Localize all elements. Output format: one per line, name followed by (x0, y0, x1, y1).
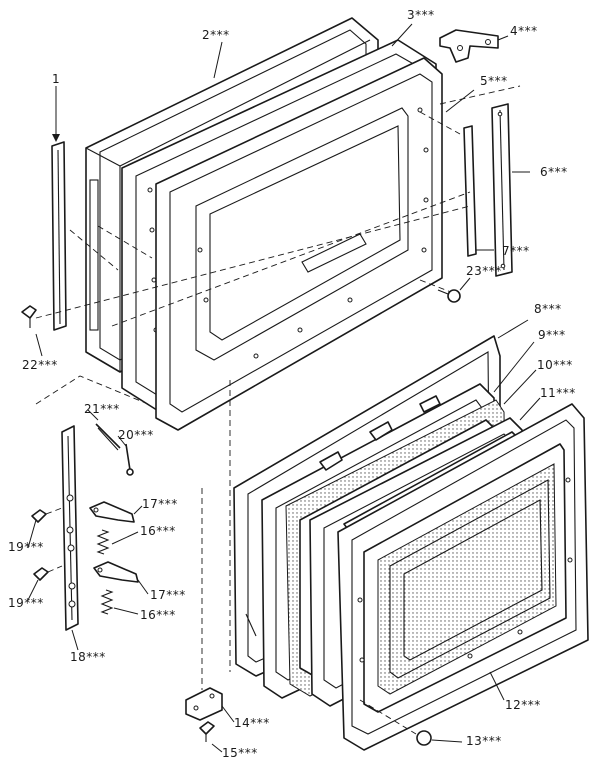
hinge-bracket-part-4 (439, 29, 509, 63)
leader-part-3 (391, 23, 413, 47)
rod-part-21 (95, 423, 121, 451)
side-trim-part-6 (491, 103, 530, 277)
label-part-23: 23*** (466, 264, 502, 278)
latch-arm-part-17-upper (89, 501, 143, 523)
spring-part-16-upper (96, 529, 139, 555)
knob-screw-part-13 (359, 699, 463, 746)
label-part-12: 12*** (505, 698, 541, 712)
assembly-guide-lines-upper (35, 85, 521, 690)
screw-part-19-upper (31, 507, 63, 523)
label-part-18: 18*** (70, 650, 106, 664)
label-part-2: 2*** (202, 28, 230, 42)
label-part-6: 6*** (540, 165, 568, 179)
leader-part-2 (213, 41, 223, 79)
gasket-strip-part-1 (51, 86, 67, 331)
lower-hinge-bracket-part-14 (185, 687, 235, 723)
screw-part-22 (21, 305, 43, 357)
label-part-8: 8*** (534, 302, 562, 316)
screw-part-15 (199, 721, 223, 753)
label-part-16-lower: 16*** (140, 608, 176, 622)
label-part-7: 7*** (502, 244, 530, 258)
label-part-19-lower: 19*** (8, 596, 44, 610)
label-part-13: 13*** (466, 734, 502, 748)
label-part-9: 9*** (538, 328, 566, 342)
leader-part-20 (117, 435, 127, 447)
label-part-22: 22*** (22, 358, 58, 372)
leader-part-19b (27, 579, 39, 601)
label-part-17-upper: 17*** (142, 497, 178, 511)
leader-part-21 (87, 409, 99, 421)
screw-part-19-lower (33, 565, 63, 581)
label-part-3: 3*** (407, 8, 435, 22)
label-part-10: 10*** (537, 358, 573, 372)
latch-arm-part-17-lower (93, 561, 149, 595)
window-frame-part-5 (155, 57, 443, 431)
spring-part-16-lower (100, 589, 139, 615)
label-part-19-upper: 19*** (8, 540, 44, 554)
label-part-1: 1 (52, 72, 61, 86)
label-part-15: 15*** (222, 746, 258, 760)
label-part-4: 4*** (510, 24, 538, 38)
outer-front-frame-part-12 (337, 403, 589, 751)
label-part-20: 20*** (118, 428, 154, 442)
label-part-21: 21*** (84, 402, 120, 416)
screw-part-23 (437, 277, 471, 303)
label-part-11: 11*** (540, 386, 576, 400)
label-part-5: 5*** (480, 74, 508, 88)
label-part-16-upper: 16*** (140, 524, 176, 538)
pin-part-20 (125, 443, 134, 476)
hinge-plate-part-18 (61, 425, 79, 651)
thin-strip-part-7 (463, 125, 494, 257)
label-part-14: 14*** (234, 716, 270, 730)
leader-part-5 (445, 89, 475, 113)
label-part-17-lower: 17*** (150, 588, 186, 602)
leader-part-19a (27, 519, 37, 549)
